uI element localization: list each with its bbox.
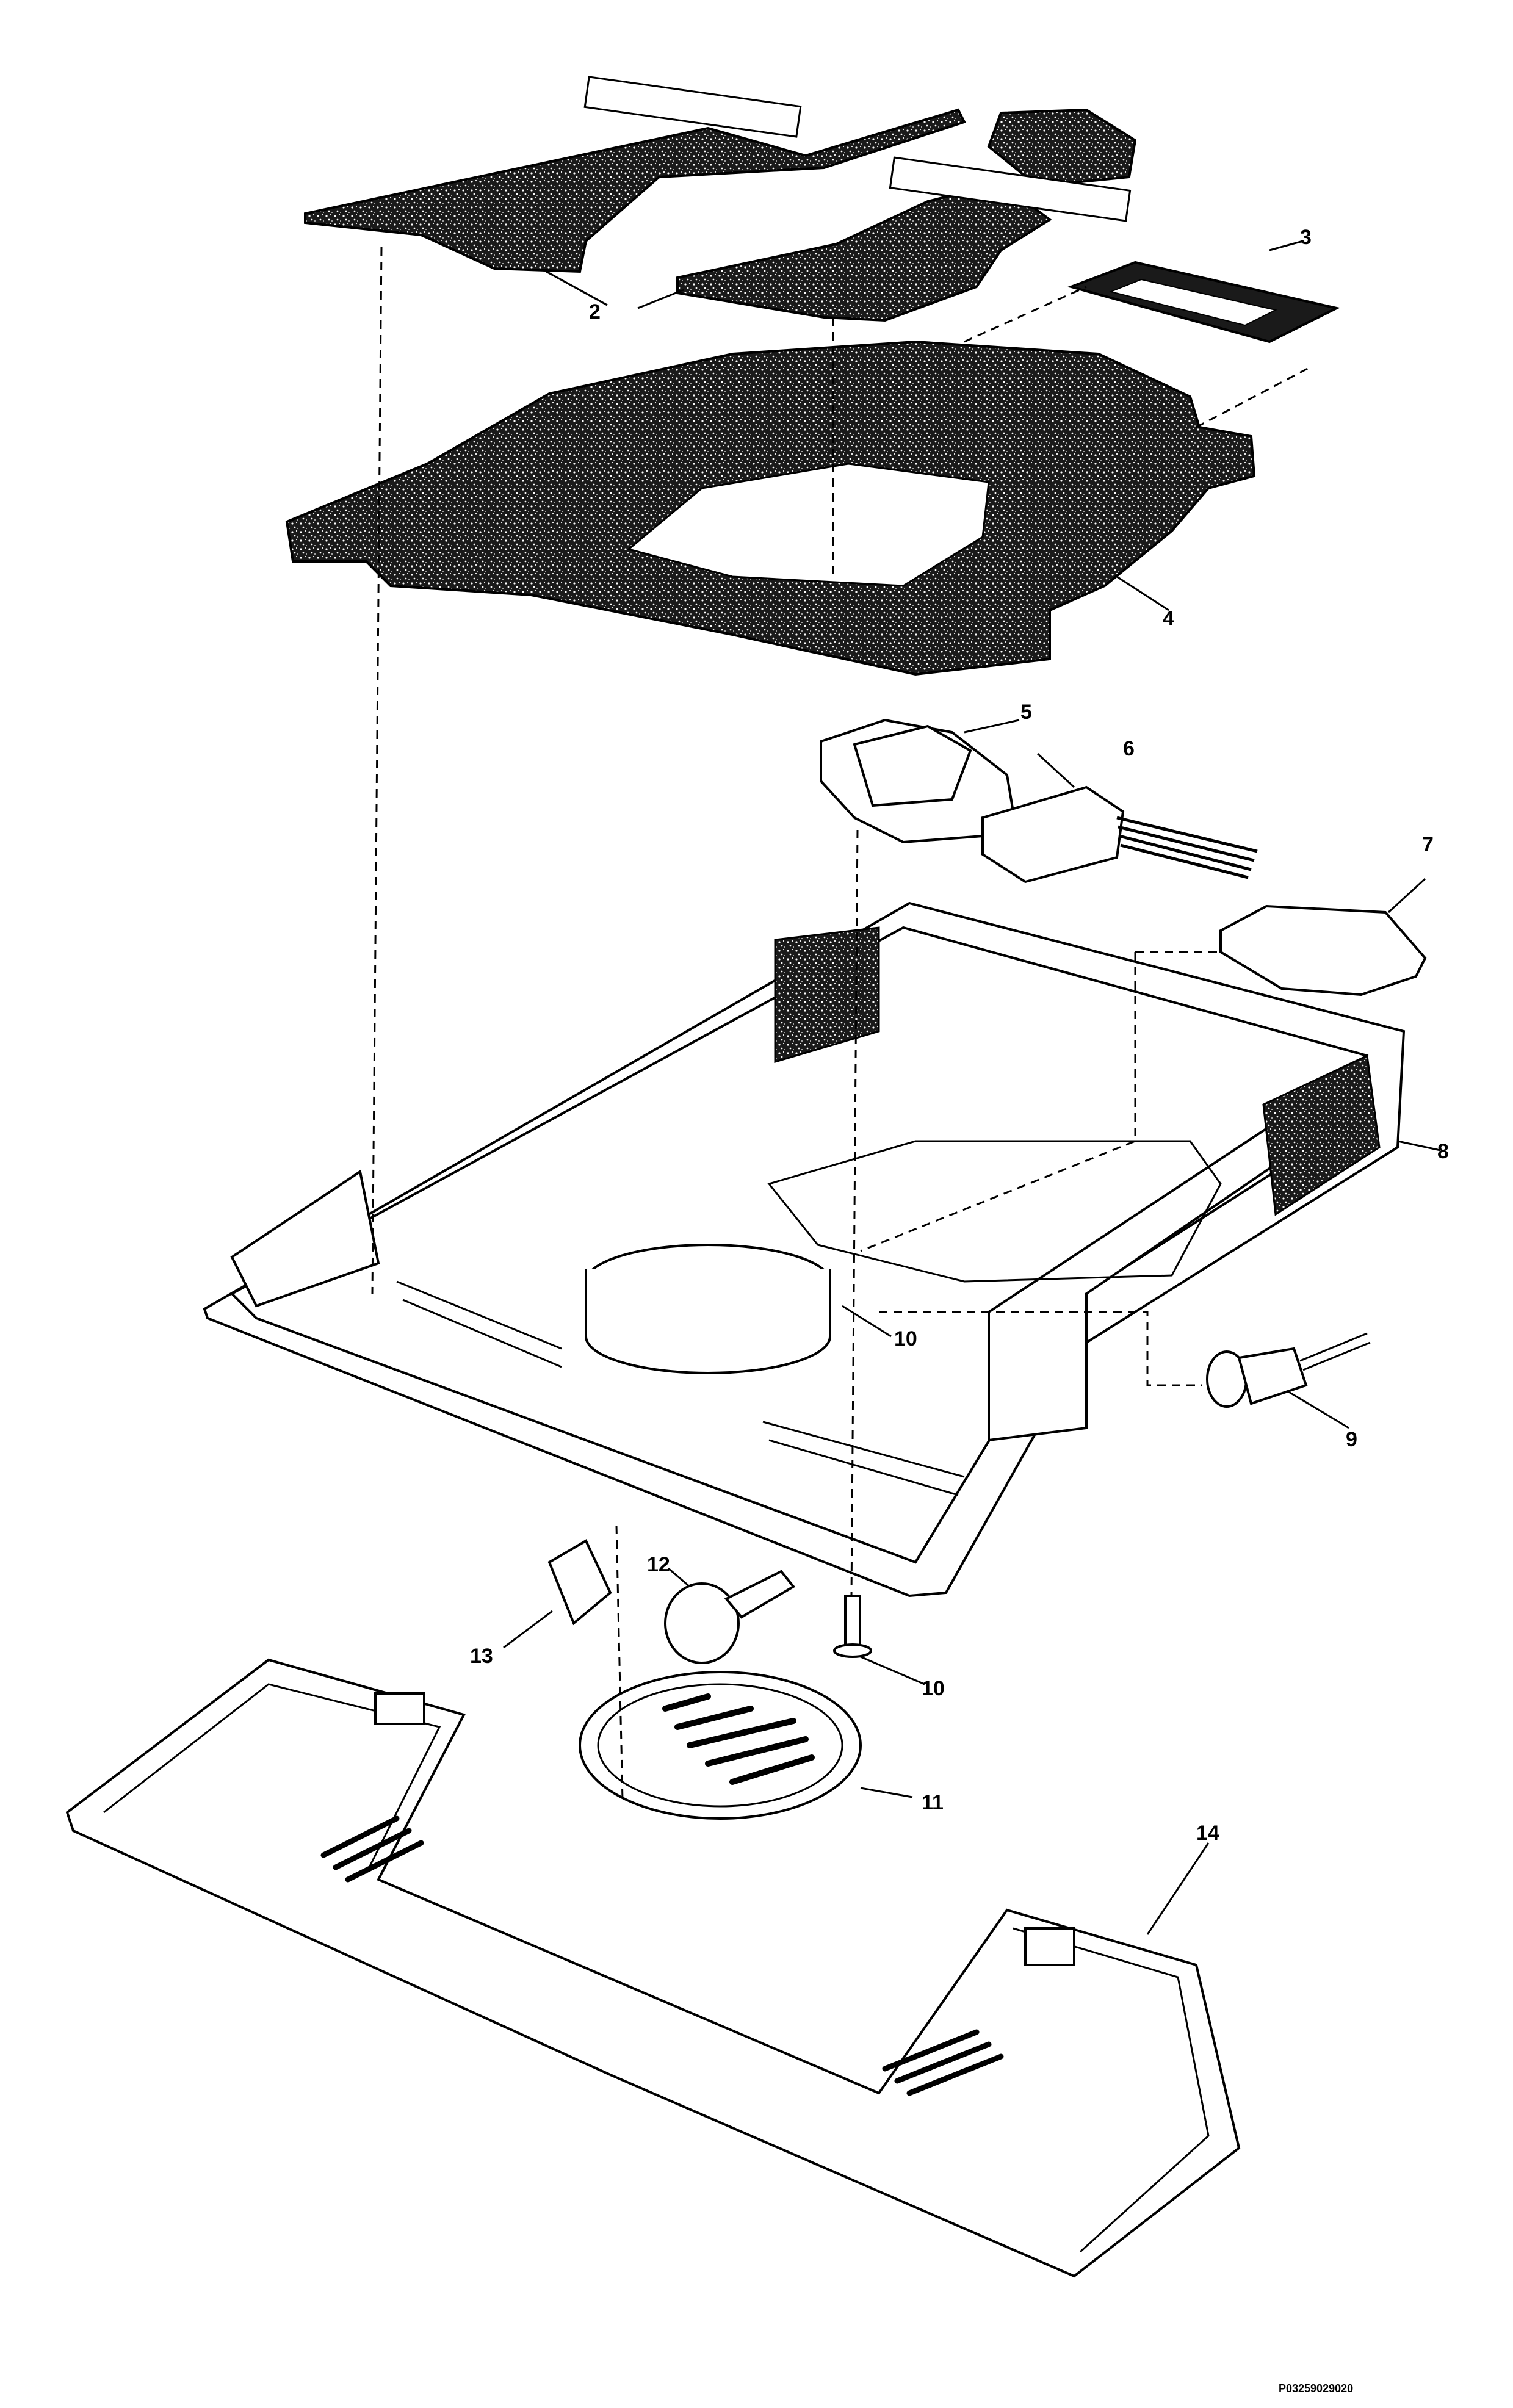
callout-13: 13 — [470, 1645, 493, 1668]
part-8-lower-housing — [203, 901, 1406, 1598]
callout-4: 4 — [1163, 607, 1174, 630]
part-2-foam-pads — [304, 76, 1137, 322]
document-id: P03259029020 — [1279, 2382, 1353, 2395]
alignment-dashed-lines — [371, 247, 1313, 1801]
callout-5: 5 — [1020, 701, 1032, 724]
part-6-connector — [981, 785, 1258, 884]
part-12-bulb — [664, 1570, 796, 1664]
callout-7: 7 — [1422, 833, 1434, 856]
callout-10-upper: 10 — [894, 1327, 917, 1350]
part-4-insulation — [285, 340, 1256, 676]
part-14-front-bezel — [65, 1658, 1241, 2278]
callout-12: 12 — [647, 1553, 670, 1576]
part-9-lamp-socket — [1206, 1332, 1371, 1408]
callout-6: 6 — [1123, 737, 1135, 760]
callout-labels: 2 3 4 5 6 7 8 9 10 10 11 12 13 14 — [470, 226, 1449, 1845]
callout-2: 2 — [589, 300, 601, 323]
callout-9: 9 — [1346, 1428, 1357, 1451]
part-3-gasket — [1067, 261, 1340, 344]
leader-lines — [503, 240, 1441, 1935]
callout-10-lower: 10 — [922, 1677, 945, 1700]
callout-3: 3 — [1300, 226, 1312, 249]
callout-14: 14 — [1196, 1822, 1219, 1845]
part-7-cover-plate — [1219, 904, 1427, 997]
part-11-round-grille — [579, 1671, 862, 1820]
part-13-label — [547, 1539, 612, 1626]
part-10-screw — [833, 1595, 872, 1658]
callout-8: 8 — [1437, 1140, 1449, 1163]
part-5-thermostat — [820, 718, 1015, 844]
callout-11: 11 — [922, 1791, 944, 1814]
